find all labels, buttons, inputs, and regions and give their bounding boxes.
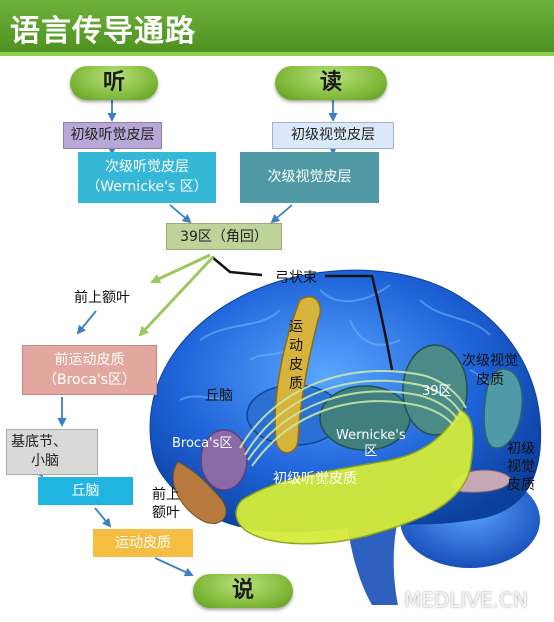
wernickes-area-text: （Wernicke's 区） bbox=[86, 179, 208, 195]
primary-visual-text: 初级视觉皮层 bbox=[291, 127, 375, 143]
read-oval: 读 bbox=[275, 66, 387, 100]
prefrontal-label: 前上额叶 bbox=[74, 290, 130, 306]
motor-cortex-text: 运动皮质 bbox=[115, 535, 171, 551]
brain-secondary-visual-label: 次级视觉 皮质 bbox=[462, 352, 518, 390]
secondary-visual-region bbox=[483, 368, 523, 449]
motor-cortex-region bbox=[274, 296, 321, 454]
brain-primary-visual-label: 初级 视觉 皮质 bbox=[507, 440, 535, 494]
brain-area39-label: 39区 bbox=[422, 384, 452, 399]
brain-wernickes-label-1: Wernicke's bbox=[336, 428, 406, 443]
basal-ganglia-box: 基底节、 小脑 bbox=[6, 429, 98, 475]
speak-label: 说 bbox=[231, 578, 254, 603]
read-label: 读 bbox=[319, 70, 342, 95]
brocas-area bbox=[200, 429, 248, 491]
arrow-vis2-39 bbox=[270, 204, 293, 224]
arcuate-fibers bbox=[239, 370, 467, 467]
speak-oval: 说 bbox=[193, 574, 293, 608]
brain-primary-auditory-label: 初级听觉皮质 bbox=[273, 471, 357, 487]
thalamus-text: 丘脑 bbox=[71, 483, 100, 499]
arrow-39-premotor bbox=[138, 255, 215, 337]
secondary-auditory-box: 次级听觉皮层 （Wernicke's 区） bbox=[78, 152, 216, 203]
area39-box: 39区（角回） bbox=[166, 223, 282, 250]
brain-wernickes-label-2: 区 bbox=[364, 444, 378, 459]
arrow-thalamus-motor bbox=[94, 507, 112, 528]
arrow-39-prefrontal bbox=[150, 253, 211, 284]
brain-prefrontal-label: 前上 额叶 bbox=[152, 486, 180, 522]
premotor-box: 前运动皮质 （Broca's区） bbox=[22, 345, 157, 395]
arcuate-label: 弓状束 bbox=[275, 270, 317, 286]
brain-wernickes-label: Wernicke's 区 bbox=[336, 428, 406, 460]
brain-prefrontal-label-2: 额叶 bbox=[152, 505, 180, 521]
primary-auditory-box: 初级听觉皮层 bbox=[63, 122, 162, 149]
area39-text: 39区（角回） bbox=[180, 229, 268, 245]
listen-oval: 听 bbox=[70, 66, 158, 100]
arrow-motor-speak bbox=[154, 557, 194, 577]
brain-primary-visual-label-3: 皮质 bbox=[507, 477, 535, 493]
brain-primary-visual-label-1: 初级 bbox=[507, 441, 535, 457]
title-underline bbox=[0, 52, 554, 56]
secondary-auditory-text: 次级听觉皮层 bbox=[105, 159, 189, 175]
premotor-text: 前运动皮质 bbox=[54, 352, 125, 368]
brocas-area-text: （Broca's区） bbox=[42, 372, 137, 388]
brain-thalamus-label: 丘脑 bbox=[205, 388, 233, 404]
arcuate-label-line bbox=[211, 256, 394, 371]
brain-secondary-visual-label-2: 皮质 bbox=[476, 372, 504, 388]
primary-auditory-text: 初级听觉皮层 bbox=[70, 127, 155, 143]
brain-brocas-label-2: 区 bbox=[219, 436, 233, 451]
arrow-prefrontal-premotor bbox=[76, 310, 97, 335]
brain-brocas-label-1: Broca's bbox=[172, 436, 220, 451]
thalamus-box: 丘脑 bbox=[38, 477, 133, 505]
secondary-visual-text: 次级视觉皮层 bbox=[267, 169, 352, 185]
motor-cortex-box: 运动皮质 bbox=[93, 529, 193, 557]
prefrontal-region bbox=[172, 461, 227, 524]
page-title: 语言传导通路 bbox=[10, 14, 196, 49]
brain-prefrontal-label-1: 前上 bbox=[152, 487, 180, 503]
secondary-visual-box: 次级视觉皮层 bbox=[240, 152, 379, 203]
brain-secondary-visual-label-1: 次级视觉 bbox=[462, 353, 518, 369]
arrow-aud2-39 bbox=[169, 204, 192, 224]
brain-primary-visual-label-2: 视觉 bbox=[507, 459, 535, 475]
basal-ganglia-text: 基底节、 bbox=[11, 434, 67, 450]
listen-label: 听 bbox=[102, 70, 125, 95]
primary-auditory-region bbox=[235, 409, 474, 545]
title-bar: 语言传导通路 bbox=[0, 0, 554, 52]
brain-brocas-label: Broca's区 bbox=[172, 435, 232, 452]
brain-motor-cortex-label: 运 动 皮 质 bbox=[289, 319, 303, 392]
cerebellum-text: 小脑 bbox=[31, 453, 59, 469]
primary-visual-box: 初级视觉皮层 bbox=[272, 122, 394, 149]
watermark: MEDLIVE.CN bbox=[404, 588, 528, 612]
